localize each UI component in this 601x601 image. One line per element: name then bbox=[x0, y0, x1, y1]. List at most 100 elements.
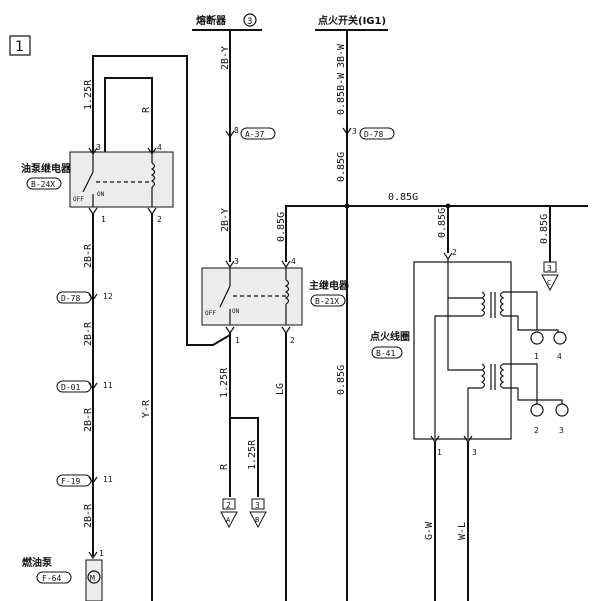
label-1-25r-b: 1.25R bbox=[247, 439, 258, 470]
offpage-a-num: 2 bbox=[226, 501, 231, 510]
label-r-out: R bbox=[219, 463, 230, 470]
pump-relay-code: B-24X bbox=[31, 180, 55, 189]
label-g-w: G-W bbox=[424, 521, 435, 540]
label-0-85g-bus: 0.85G bbox=[388, 192, 418, 203]
pump-relay-code-tag bbox=[26, 177, 62, 190]
label-0-85g-relay: 0.85G bbox=[276, 212, 287, 242]
main-relay-pin-1: 1 bbox=[235, 336, 240, 345]
offpage-a-arrow bbox=[220, 511, 238, 529]
wire-0-85g-bus bbox=[285, 205, 588, 262]
pump-relay-pin-4: 4 bbox=[157, 143, 162, 152]
coil-pin-1: 1 bbox=[437, 448, 442, 457]
main-relay-pin-2: 2 bbox=[290, 336, 295, 345]
pump-relay-pin-3: 3 bbox=[96, 143, 101, 152]
main-relay-pin-4: 4 bbox=[291, 257, 296, 266]
wire-r-top bbox=[104, 77, 153, 152]
coil-pin-2: 2 bbox=[452, 248, 457, 257]
fuse-number-circle bbox=[243, 13, 257, 27]
fuse-header: 熔断器 bbox=[196, 14, 227, 27]
pump-relay-on: ON bbox=[97, 191, 105, 198]
ignition-header: 点火开关(IG1) bbox=[318, 14, 386, 27]
label-0-85b-w: 0.85B-W bbox=[336, 72, 347, 115]
ignition-coil-code-tag bbox=[371, 346, 403, 359]
junction-ign bbox=[344, 203, 350, 209]
pump-relay-switch-arm bbox=[82, 171, 94, 193]
plug-4-label: 4 bbox=[557, 352, 562, 361]
main-relay-pin-3: 3 bbox=[234, 257, 239, 266]
label-1-25r: 1.25R bbox=[83, 79, 94, 110]
connector-d78-right: D-78 bbox=[364, 130, 383, 139]
spark-plug-1 bbox=[530, 331, 544, 345]
label-0-85g-c: 0.85G bbox=[539, 214, 550, 244]
pin-12: 12 bbox=[103, 292, 113, 301]
main-relay-name: 主继电器 bbox=[309, 279, 350, 292]
connector-d78-right-tag bbox=[359, 127, 395, 140]
spark-plug-2 bbox=[530, 403, 544, 417]
offpage-b-box bbox=[251, 498, 265, 510]
offpage-b-letter: B bbox=[255, 516, 259, 524]
label-2b-r-3: 2B-R bbox=[83, 407, 94, 432]
coil-1-primary bbox=[480, 291, 486, 317]
label-2b-r-2: 2B-R bbox=[83, 321, 94, 346]
pin-8: 8 bbox=[234, 126, 239, 135]
connector-a37-tag bbox=[240, 127, 276, 140]
coil-pin-3: 3 bbox=[472, 448, 477, 457]
label-0-85g-coil: 0.85G bbox=[437, 208, 448, 238]
pump-relay-pin-1-arrow bbox=[88, 207, 98, 216]
coil-2-primary bbox=[480, 363, 486, 389]
label-0-85g-down: 0.85G bbox=[336, 365, 347, 395]
pump-relay-off: OFF bbox=[73, 196, 84, 203]
label-2b-y-2: 2B-Y bbox=[220, 208, 231, 232]
fuse-number: 3 bbox=[247, 17, 252, 27]
panel-number: 1 bbox=[15, 39, 24, 55]
spark-plug-3 bbox=[555, 403, 569, 417]
offpage-c-letter: C bbox=[547, 279, 551, 287]
pump-relay-pin-1: 1 bbox=[101, 215, 106, 224]
ignition-coil-box bbox=[413, 261, 512, 440]
connector-d78-left: D-78 bbox=[61, 294, 80, 303]
offpage-a-letter: A bbox=[226, 516, 231, 524]
coil-2-secondary bbox=[499, 363, 505, 389]
offpage-a-box bbox=[222, 498, 236, 510]
label-r: R bbox=[141, 106, 152, 113]
connector-f19: F-19 bbox=[61, 477, 80, 486]
label-1-25r-out: 1.25R bbox=[219, 367, 230, 398]
label-3b-w: 3B-W bbox=[336, 43, 347, 68]
main-relay-coil bbox=[284, 279, 290, 305]
fuel-pump-pin-1: 1 bbox=[99, 549, 104, 558]
connector-a37: A-37 bbox=[245, 130, 264, 139]
fuel-pump-motor-letter: M bbox=[90, 574, 95, 583]
plug-1-label: 1 bbox=[534, 352, 539, 361]
ignition-coil-name: 点火线圈 bbox=[370, 330, 410, 343]
ignition-pin-3: 3 bbox=[352, 127, 357, 136]
label-2b-r-4: 2B-R bbox=[83, 503, 94, 528]
pump-relay-pin-2-arrow bbox=[147, 207, 157, 216]
coil-1-secondary bbox=[499, 291, 505, 317]
fuel-pump-motor-icon bbox=[87, 570, 101, 584]
pin-11-b: 11 bbox=[103, 475, 113, 484]
offpage-c-arrow bbox=[541, 274, 559, 292]
wire-1-25r-out bbox=[229, 333, 259, 497]
main-relay-code-tag bbox=[310, 294, 346, 307]
pin-11-a: 11 bbox=[103, 381, 113, 390]
pump-relay-pin-2: 2 bbox=[157, 215, 162, 224]
fuel-pump-code: F-64 bbox=[42, 574, 61, 583]
offpage-c-num: 3 bbox=[547, 264, 552, 273]
spark-plug-4 bbox=[553, 331, 567, 345]
label-w-l: W-L bbox=[457, 522, 468, 540]
fuel-pump-box bbox=[85, 559, 103, 601]
offpage-b-arrow bbox=[249, 511, 267, 529]
connector-d01: D-01 bbox=[61, 383, 80, 392]
plug-3-label: 3 bbox=[559, 426, 564, 435]
label-2b-r-1: 2B-R bbox=[83, 243, 94, 268]
wire-1-25r-loop bbox=[92, 55, 231, 346]
main-relay-on: ON bbox=[232, 308, 240, 315]
main-relay-code: B-21X bbox=[315, 297, 339, 306]
pump-relay-name: 油泵继电器 bbox=[21, 162, 72, 175]
label-2b-y-1: 2B-Y bbox=[220, 46, 231, 70]
label-lg: LG bbox=[275, 383, 286, 395]
panel-number-box bbox=[9, 35, 31, 56]
pump-relay-coil bbox=[150, 162, 156, 188]
plug-2-label: 2 bbox=[534, 426, 539, 435]
offpage-b-num: 3 bbox=[255, 501, 260, 510]
